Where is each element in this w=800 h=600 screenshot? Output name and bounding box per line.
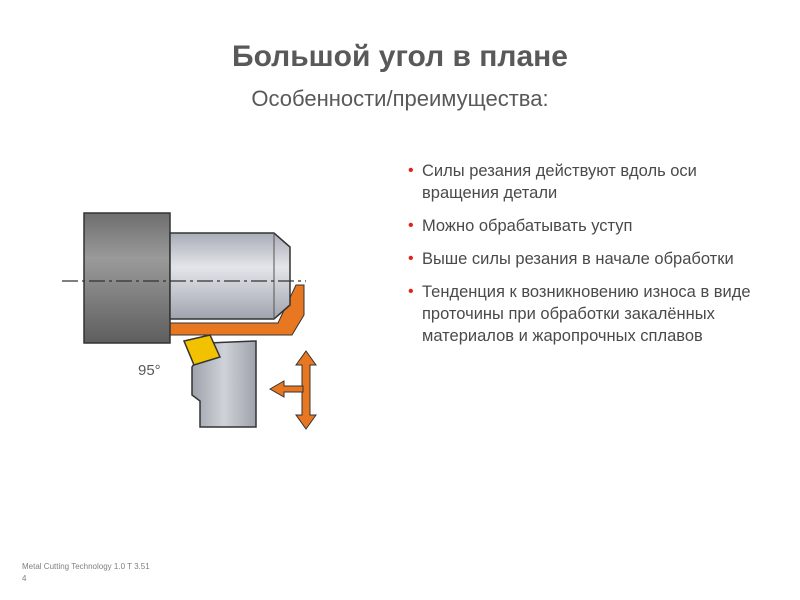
workpiece [169,232,291,320]
list-item: • Можно обрабатывать уступ [408,215,778,237]
feed-arrows [268,350,317,430]
footer-text: Metal Cutting Technology 1.0 T 3.51 [22,562,150,571]
chuck [83,212,171,344]
feature-list: • Силы резания действуют вдоль оси враще… [408,160,778,358]
page-number: 4 [22,574,27,583]
list-item-text: Выше силы резания в начале обработки [422,250,734,268]
bullet-icon: • [408,162,414,179]
bullet-icon: • [408,250,414,267]
list-item-text: Можно обрабатывать уступ [422,217,633,235]
bullet-icon: • [408,283,414,300]
list-item: • Тенденция к возникновению износа в вид… [408,281,778,347]
list-item-text: Тенденция к возникновению износа в виде … [422,283,751,345]
bullet-icon: • [408,217,414,234]
list-item-text: Силы резания действуют вдоль оси вращени… [422,162,697,202]
list-item: • Выше силы резания в начале обработки [408,248,778,270]
chip-zone [167,284,305,336]
slide-title: Большой угол в плане [232,40,568,73]
angle-label: 95° [138,362,161,379]
list-item: • Силы резания действуют вдоль оси враще… [408,160,778,204]
slide-subtitle: Особенности/преимущества: [251,86,549,111]
turning-diagram [62,212,317,430]
tool-holder [191,340,257,428]
cutting-insert [182,334,222,366]
